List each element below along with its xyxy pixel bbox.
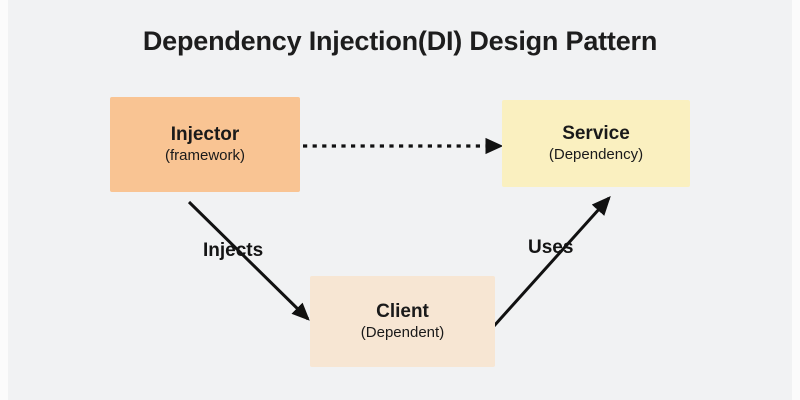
node-injector-title: Injector [170,124,240,146]
right-edge-strip [792,0,800,400]
node-service-subtitle: (Dependency) [548,145,644,163]
edge-client-to-service [492,196,611,328]
edge-label-injects: Injects [203,240,264,261]
node-client[interactable]: Client (Dependent) [310,276,495,367]
node-service-title: Service [562,123,630,145]
edge-injector-to-client [187,200,310,321]
edge-label-uses: Uses [528,237,574,258]
diagram-title: Dependency Injection(DI) Design Pattern [142,26,658,56]
node-client-title: Client [376,301,429,323]
node-client-subtitle: (Dependent) [360,323,445,341]
node-injector[interactable]: Injector (framework) [110,97,300,192]
node-service[interactable]: Service (Dependency) [502,100,690,187]
node-injector-subtitle: (framework) [164,146,245,164]
left-edge-strip [0,0,8,400]
